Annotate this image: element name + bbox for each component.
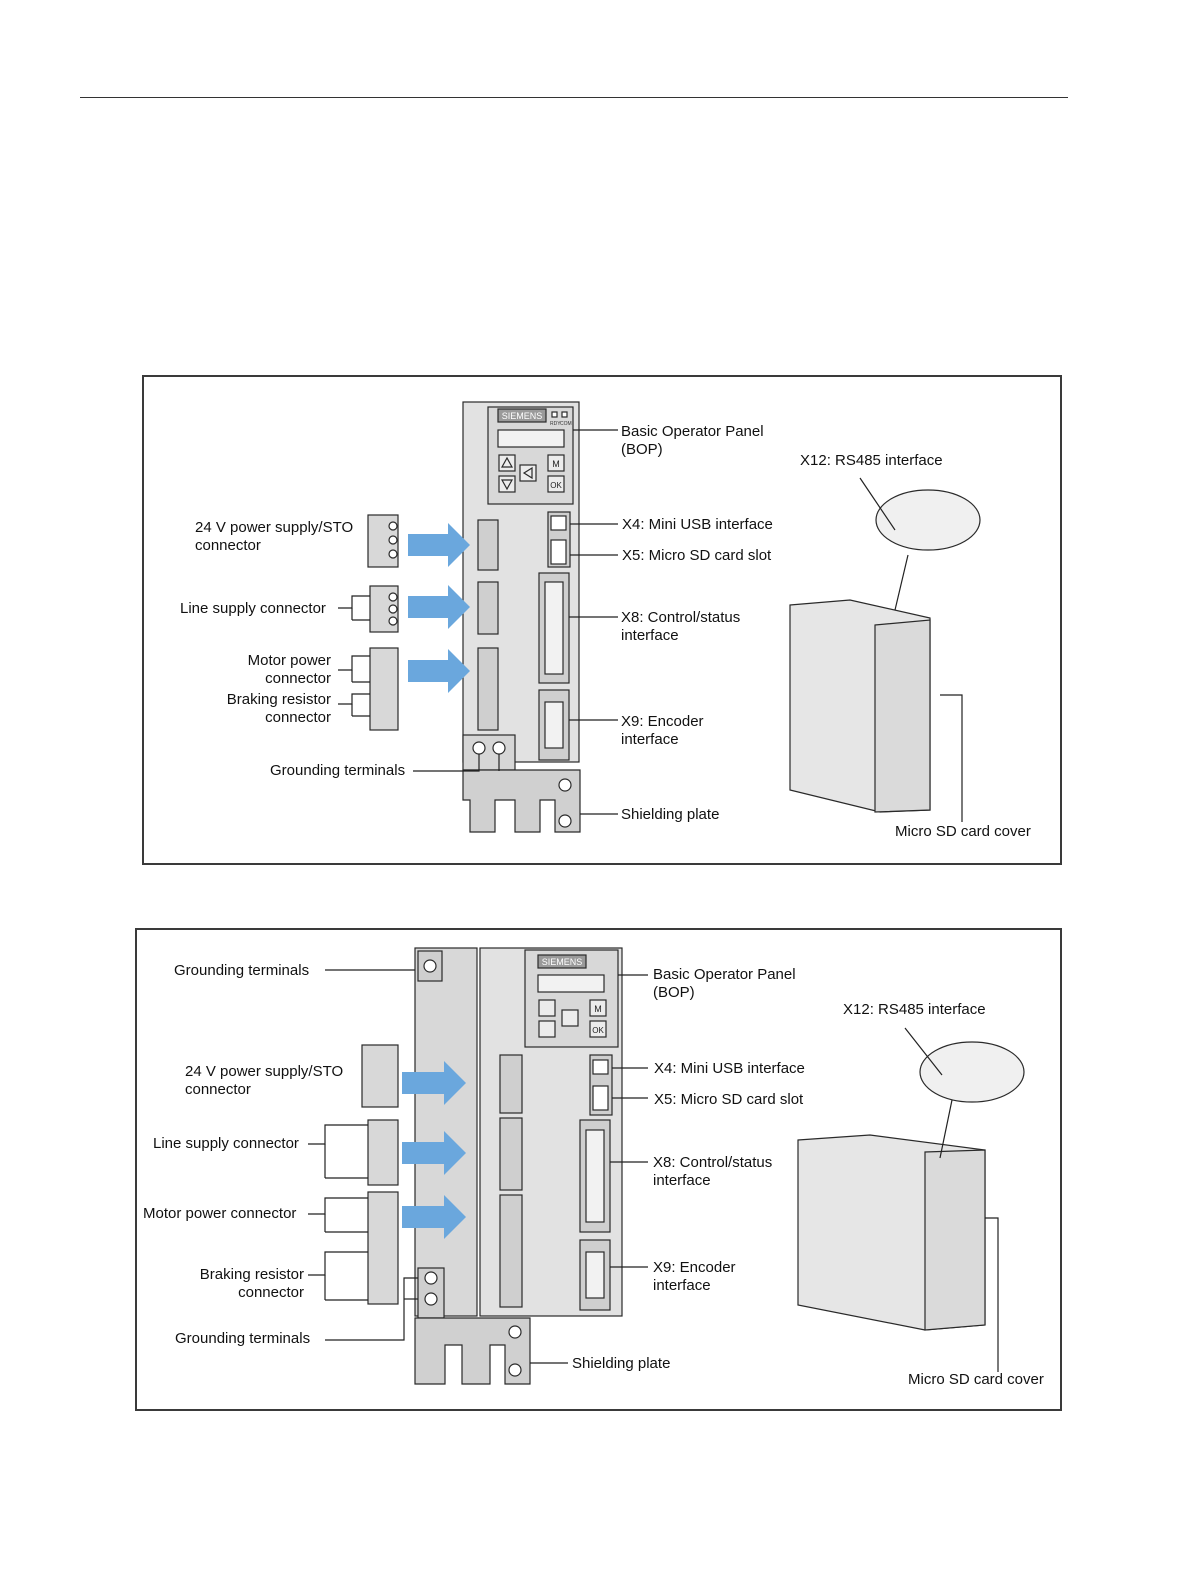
- figure-1-insert-arrows: [408, 523, 470, 693]
- brand-logo-2: SIEMENS: [542, 957, 583, 967]
- fig1-shield-label: Shielding plate: [621, 806, 720, 823]
- fig2-ground-top-label: Grounding terminals: [174, 962, 310, 979]
- figure-1-callout-lines: [338, 429, 963, 822]
- fig1-x5-label: X5: Micro SD card slot: [622, 547, 772, 564]
- fig1-x9-label: X9: Encoder interface: [621, 713, 704, 748]
- led-rdy: RDY: [550, 421, 561, 427]
- fig1-motor-label: Motor power connector: [247, 652, 331, 687]
- bop-key-ok-2: OK: [592, 1026, 604, 1035]
- led-com: COM: [560, 421, 572, 427]
- fig2-brake-label: Braking resistor connector: [199, 1266, 304, 1301]
- fig2-shield-label: Shielding plate: [572, 1355, 671, 1372]
- figure-1-drive: SIEMENS RDY COM M OK: [462, 401, 581, 833]
- fig2-x5-label: X5: Micro SD card slot: [654, 1091, 804, 1108]
- fig2-x12-label: X12: RS485 interface: [843, 1001, 986, 1018]
- fig2-x4-label: X4: Mini USB interface: [654, 1060, 805, 1077]
- figure-2-product-view: [797, 1041, 1025, 1331]
- fig2-sto-label: 24 V power supply/STO connector: [185, 1063, 344, 1098]
- fig1-bop-label: Basic Operator Panel (BOP): [621, 423, 764, 458]
- bop-key-m-2: M: [594, 1004, 602, 1014]
- fig2-motor-label: Motor power connector: [143, 1205, 297, 1222]
- fig1-x4-label: X4: Mini USB interface: [622, 516, 773, 533]
- fig1-sto-label: 24 V power supply/STO connector: [195, 519, 354, 554]
- fig1-x12-label: X12: RS485 interface: [800, 452, 943, 469]
- figure-1-product-view: [789, 489, 981, 813]
- header-rule: [80, 97, 1068, 98]
- figure-1-plugs: [367, 514, 399, 731]
- fig1-x8-label: X8: Control/status interface: [621, 609, 741, 644]
- bop-key-ok: OK: [550, 481, 562, 490]
- bop-key-m: M: [552, 459, 560, 469]
- fig2-sdcover-label: Micro SD card cover: [908, 1371, 1044, 1388]
- figure-2-drive: SIEMENS M OK: [414, 947, 623, 1385]
- fig1-line-label: Line supply connector: [180, 600, 326, 617]
- fig2-x8-label: X8: Control/status interface: [653, 1154, 773, 1189]
- brand-logo: SIEMENS: [502, 411, 543, 421]
- fig2-line-label: Line supply connector: [153, 1135, 299, 1152]
- fig1-brake-label: Braking resistor connector: [226, 691, 331, 726]
- fig1-ground-label: Grounding terminals: [270, 762, 406, 779]
- fig2-ground-bottom-label: Grounding terminals: [175, 1330, 311, 1347]
- figure-2-insert-arrows: [402, 1061, 466, 1239]
- fig1-sdcover-label: Micro SD card cover: [895, 823, 1031, 840]
- fig2-x9-label: X9: Encoder interface: [653, 1259, 736, 1294]
- fig2-bop-label: Basic Operator Panel (BOP): [653, 966, 796, 1001]
- figure-2-plugs: [361, 1044, 399, 1305]
- figure-2-callout-lines: [308, 969, 999, 1372]
